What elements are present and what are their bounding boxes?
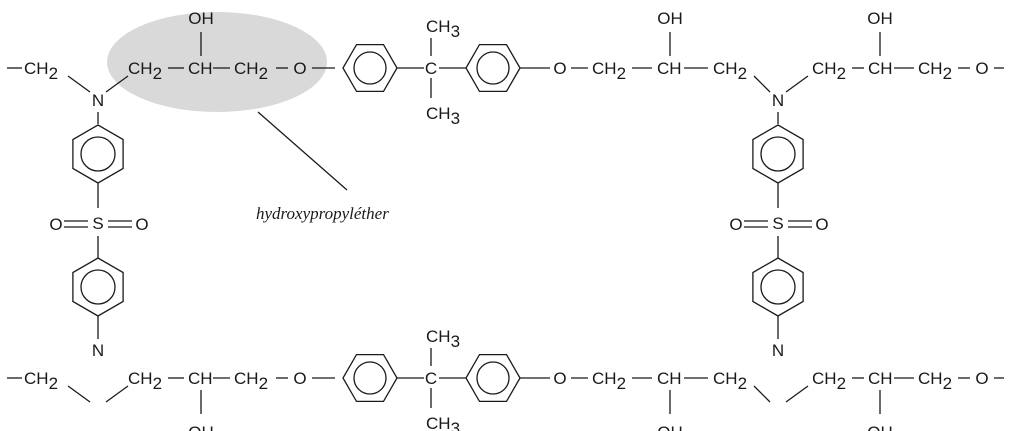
bottom-ch2-c: CH2 — [592, 369, 626, 393]
bottom-ring-2-aromatic-circle — [476, 361, 510, 395]
bottom-ch-c: CH — [868, 369, 893, 388]
top-o-a: O — [293, 59, 306, 78]
n-bottom-left: N — [92, 341, 104, 360]
top-ring-1 — [342, 43, 398, 93]
left-column-ring-upper — [72, 124, 124, 184]
bottom-oh-a: OH — [188, 423, 214, 431]
bottom-bond-n-ch2-left — [105, 385, 129, 403]
right-column-ring-upper — [752, 124, 804, 184]
bottom-bond-ch2-n-right — [753, 385, 771, 403]
left-column-sulfur: S — [92, 214, 103, 233]
right-column-oxygen-right: O — [815, 215, 828, 234]
bottom-bond-ch2-n-left — [67, 385, 91, 403]
n-top-left: N — [92, 91, 104, 110]
bottom-oh-b: OH — [657, 423, 683, 431]
bottom-ch2-a: CH2 — [128, 369, 162, 393]
top-o-c: O — [975, 59, 988, 78]
bottom-ch-a: CH — [188, 369, 213, 388]
top-ch3-bottom: CH3 — [426, 104, 460, 128]
top-ch-b: CH — [657, 59, 682, 78]
top-o-b: O — [553, 59, 566, 78]
bottom-ch3-top: CH3 — [426, 327, 460, 351]
n-top-right: N — [772, 91, 784, 110]
bottom-o-a: O — [293, 369, 306, 388]
top-oh-a: OH — [188, 9, 214, 28]
hydroxypropyl-ether-highlight — [107, 12, 327, 112]
left-column-oxygen-right: O — [135, 215, 148, 234]
bottom-quaternary-c: C — [425, 369, 437, 388]
left-column-ring-upper-aromatic-circle — [80, 136, 116, 172]
bottom-ch2-e: CH2 — [812, 369, 846, 393]
bottom-ch2-b: CH2 — [234, 369, 268, 393]
bottom-ring-1-aromatic-circle — [353, 361, 387, 395]
top-ch2-e: CH2 — [812, 59, 846, 83]
bonds — [7, 32, 1004, 414]
benzene-rings — [72, 43, 804, 403]
top-ch2-terminal-left: CH2 — [24, 59, 58, 83]
top-ch-c: CH — [868, 59, 893, 78]
hydroxypropyl-ether-label: hydroxypropyléther — [256, 204, 389, 223]
top-ch2-d: CH2 — [713, 59, 747, 83]
top-bond-n-ch2-left — [105, 75, 129, 93]
left-column-ring-lower-aromatic-circle — [80, 269, 116, 305]
n-bottom-right: N — [772, 341, 784, 360]
top-ring-1-aromatic-circle — [353, 51, 387, 85]
top-ch3-top: CH3 — [426, 17, 460, 41]
top-oh-b: OH — [657, 9, 683, 28]
bottom-ch2-d: CH2 — [713, 369, 747, 393]
top-quaternary-c: C — [425, 59, 437, 78]
right-column-sulfur: S — [772, 214, 783, 233]
top-bond-n-ch2-right — [785, 75, 809, 93]
top-ch-a: CH — [188, 59, 213, 78]
bottom-o-b: O — [553, 369, 566, 388]
right-column-ring-lower — [752, 257, 804, 317]
bottom-bond-n-ch2-right — [785, 385, 809, 403]
bottom-ch3-bottom: CH3 — [426, 414, 460, 431]
bottom-ch2-f: CH2 — [918, 369, 952, 393]
top-ring-2 — [465, 43, 521, 93]
bottom-ring-1 — [342, 353, 398, 403]
top-ch2-f: CH2 — [918, 59, 952, 83]
left-column-ring-lower — [72, 257, 124, 317]
bottom-ring-2 — [465, 353, 521, 403]
bottom-ch-b: CH — [657, 369, 682, 388]
right-column-ring-upper-aromatic-circle — [760, 136, 796, 172]
bottom-ch2-terminal-left: CH2 — [24, 369, 58, 393]
top-oh-c: OH — [867, 9, 893, 28]
annotation-leader-line — [257, 111, 348, 191]
left-column-oxygen-left: O — [49, 215, 62, 234]
top-bond-ch2-n-right — [753, 75, 771, 93]
top-bond-ch2-n-left — [67, 75, 91, 93]
right-column-oxygen-left: O — [729, 215, 742, 234]
right-column-ring-lower-aromatic-circle — [760, 269, 796, 305]
top-ch2-c: CH2 — [592, 59, 626, 83]
top-ring-2-aromatic-circle — [476, 51, 510, 85]
bottom-oh-c: OH — [867, 423, 893, 431]
bottom-o-c: O — [975, 369, 988, 388]
